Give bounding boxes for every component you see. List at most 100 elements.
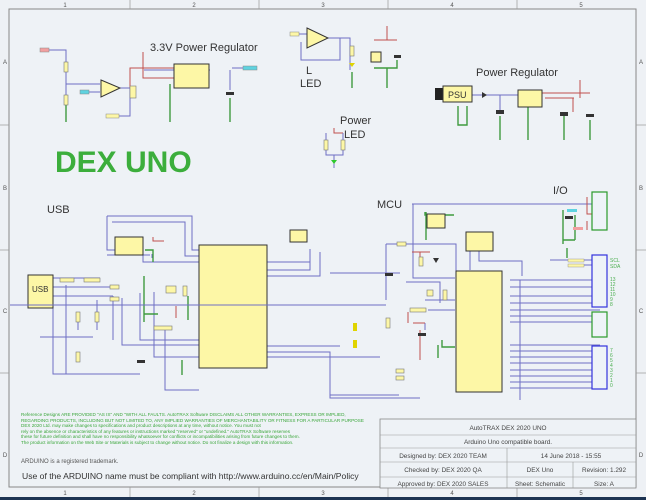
capacitor xyxy=(226,92,234,95)
brand-title: DEX UNO xyxy=(55,146,192,179)
resistor xyxy=(442,289,448,301)
led-icon xyxy=(331,160,337,164)
io-pin-label: 2 xyxy=(610,373,613,379)
net-label xyxy=(39,47,50,53)
analog-header xyxy=(591,311,608,338)
regulator-ic xyxy=(173,63,210,89)
column-label: 1 xyxy=(63,491,67,497)
section-title: MCU xyxy=(377,199,402,211)
capacitor xyxy=(394,55,401,58)
io-pin-label: 10 xyxy=(610,292,616,298)
net-label xyxy=(79,89,90,95)
led-icon xyxy=(349,63,355,67)
io-pin-label: 7 xyxy=(610,348,613,354)
column-label: 4 xyxy=(450,491,454,497)
project-name: DEX Uno xyxy=(527,467,554,474)
usb-mcu-chip xyxy=(198,244,268,369)
capacitor xyxy=(418,333,426,336)
net-label xyxy=(289,31,300,37)
resistor xyxy=(182,285,188,297)
resistor xyxy=(63,94,69,106)
sheet: Sheet: Schematic xyxy=(515,481,566,488)
section-title: Power xyxy=(340,115,372,127)
mcu-circuit: MCU xyxy=(10,197,600,400)
io-pin-label: 9 xyxy=(610,297,613,303)
io-pin-label: 12 xyxy=(610,282,616,288)
row-label: A xyxy=(639,60,643,66)
power-led-circuit: Power LED xyxy=(323,115,372,168)
jumper-header xyxy=(289,229,308,243)
title-block-title: AutoTRAX DEX 2020 UNO xyxy=(469,425,546,432)
net-label xyxy=(573,227,583,230)
inductor xyxy=(75,351,81,363)
resistor xyxy=(418,256,424,267)
section-title: Power Regulator xyxy=(476,67,558,79)
designed-by: Designed by: DEX 2020 TEAM xyxy=(399,453,487,460)
net-label xyxy=(409,307,427,313)
tx-led xyxy=(353,323,357,331)
column-label: 5 xyxy=(579,491,583,497)
row-label: A xyxy=(3,60,7,66)
resistor xyxy=(385,317,391,329)
io-pin-label: 0 xyxy=(610,383,613,389)
section-title: 3.3V Power Regulator xyxy=(150,42,258,54)
io-pin-label: SCL xyxy=(610,258,620,264)
usb-connector xyxy=(27,274,54,309)
net-label xyxy=(567,263,585,268)
crystal xyxy=(426,289,434,297)
disclaimer-line: DEX 2020 Ltd. may make changes to specif… xyxy=(21,423,261,428)
column-label: 5 xyxy=(579,3,583,9)
resistor xyxy=(63,61,69,73)
psu-label: PSU xyxy=(448,90,467,100)
row-label: B xyxy=(3,186,7,192)
io-pin-label: 4 xyxy=(610,363,613,369)
trademark-note: ARDUINO is a registered trademark. xyxy=(21,459,119,465)
resistor xyxy=(349,45,355,57)
disclaimer-line: these for future definition and shall ha… xyxy=(21,434,300,439)
power-header xyxy=(591,191,608,231)
ferrite xyxy=(83,277,101,283)
policy-note: Use of the ARDUINO name must be complian… xyxy=(22,471,359,481)
regulator-ic xyxy=(517,89,543,108)
diode-icon xyxy=(482,92,487,98)
mcu-chip xyxy=(455,270,503,393)
size: Size: A xyxy=(594,481,615,488)
column-label: 2 xyxy=(192,491,196,497)
component xyxy=(370,51,382,63)
io-pin-label: 6 xyxy=(610,353,613,359)
resistor xyxy=(395,375,405,381)
io-pin-label: 13 xyxy=(610,277,616,283)
row-label: D xyxy=(3,453,8,459)
resistor xyxy=(340,139,346,151)
disclaimer-line: The product information on the Web Site … xyxy=(21,440,293,445)
io-pin-label: SDA xyxy=(610,264,621,270)
io-pin-label: 11 xyxy=(610,287,615,293)
row-label: C xyxy=(639,309,644,315)
varistor xyxy=(75,311,81,323)
revision: Revision: 1.292 xyxy=(582,467,626,474)
icsp-header xyxy=(114,236,144,256)
row-label: C xyxy=(3,309,8,315)
section-title: LED xyxy=(300,78,321,90)
net-label xyxy=(153,325,173,331)
column-label: 3 xyxy=(321,3,325,9)
date: 14 June 2018 - 15:55 xyxy=(541,453,602,460)
title-block-subtitle: Arduino Uno compatible board. xyxy=(464,439,552,446)
capacitor xyxy=(137,360,145,363)
power-regulator-circuit: PSU Power Regulator xyxy=(435,67,594,140)
capacitor xyxy=(560,112,568,116)
regulator-3v3-circuit: 3.3V Power Regulator xyxy=(39,42,258,122)
opamp xyxy=(306,27,330,49)
mosfet xyxy=(129,85,137,99)
resistor xyxy=(395,368,405,374)
diode-icon xyxy=(433,258,439,263)
reset-button[interactable] xyxy=(426,213,446,229)
digital-header-high xyxy=(591,254,608,308)
approved-by: Approved by: DEX 2020 SALES xyxy=(398,481,489,488)
section-title: LED xyxy=(344,129,365,141)
usb-circuit: USB USB xyxy=(27,204,399,396)
io-pin-label: 3 xyxy=(610,368,613,374)
